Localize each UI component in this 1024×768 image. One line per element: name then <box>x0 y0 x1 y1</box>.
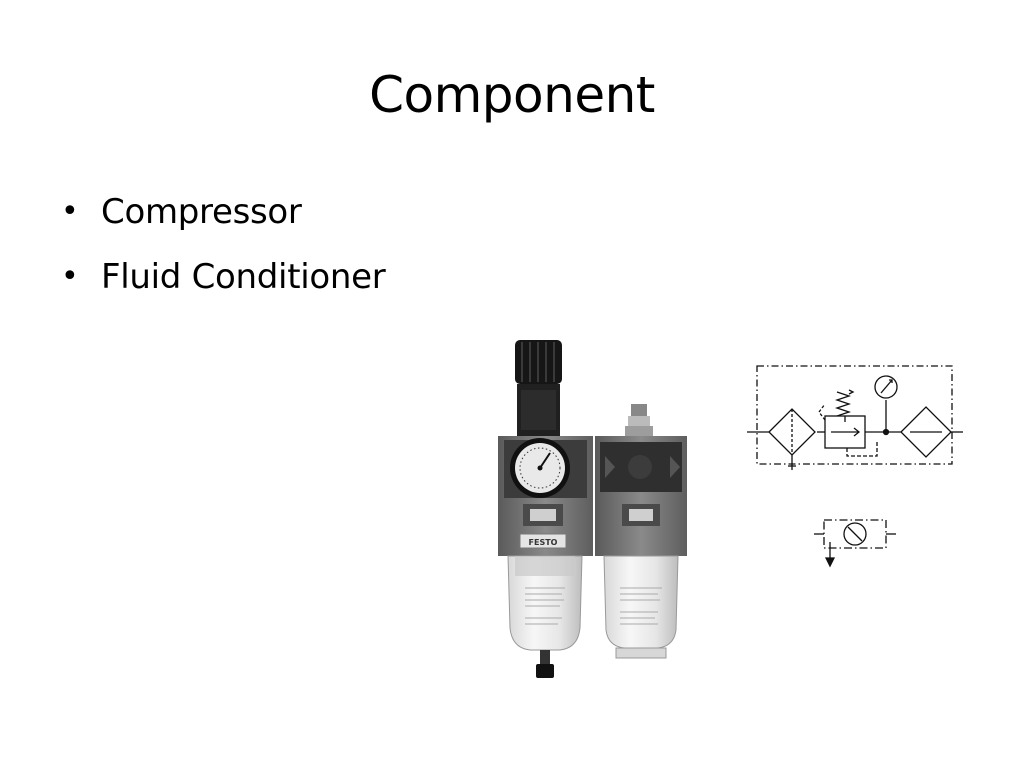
regulator-knob <box>515 340 562 436</box>
filter-bowl <box>507 555 583 678</box>
bullet-item-fluid-conditioner: • Fluid Conditioner <box>60 253 386 301</box>
bullet-list: • Compressor • Fluid Conditioner <box>60 188 386 318</box>
bullet-text: Fluid Conditioner <box>101 257 386 297</box>
lubricator-symbol <box>814 519 896 568</box>
lubricator <box>595 404 687 659</box>
pressure-gauge <box>510 438 570 498</box>
bullet-text: Compressor <box>101 192 302 232</box>
frl-unit-symbol <box>747 365 963 470</box>
bullet-item-compressor: • Compressor <box>60 188 385 236</box>
fluid-conditioner-photo: FESTO <box>498 340 687 678</box>
bullet-marker: • <box>61 194 79 229</box>
bullet-marker: • <box>61 259 79 294</box>
brand-label: FESTO <box>529 538 558 547</box>
slide-title: Component <box>369 66 655 124</box>
